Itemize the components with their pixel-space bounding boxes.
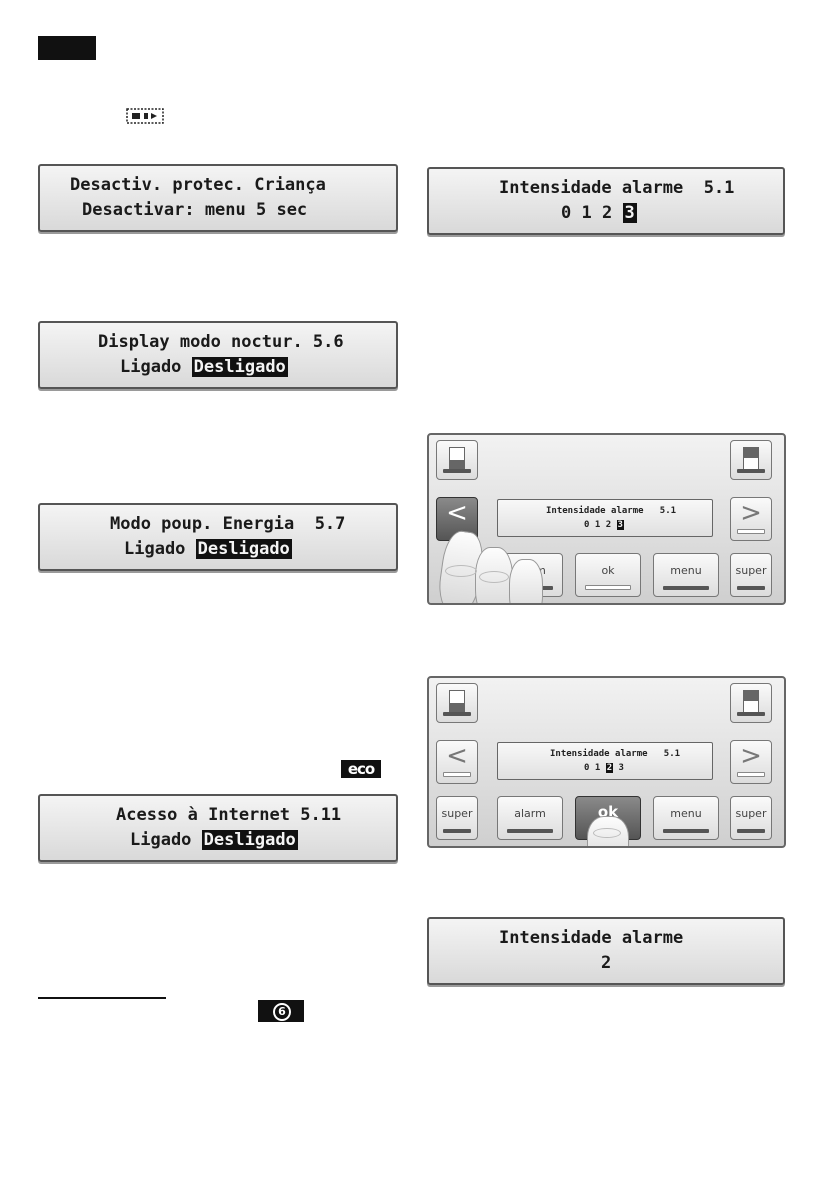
option-off-selected: Desligado (191, 357, 288, 377)
arrow-right-icon: > (740, 498, 762, 528)
super-label: super (441, 807, 473, 820)
panel-display-line-1: Intensidade alarme 5.1 (546, 506, 677, 516)
display-glyph-icon (126, 108, 164, 124)
lcd-levels: 0 1 2 3 (561, 201, 637, 225)
ok-button[interactable]: ok (575, 553, 641, 597)
fridge-icon (743, 447, 759, 471)
freezer-door-button[interactable] (436, 683, 478, 723)
left-arrow-button[interactable]: < (436, 740, 478, 784)
footnote-rule (38, 997, 166, 999)
super-label: super (735, 564, 767, 577)
level-2: 2 (602, 203, 613, 223)
lcd-alarm-result: Intensidade alarme 2 (427, 917, 785, 985)
option-on: Ligado (130, 830, 192, 850)
arrow-right-icon: > (740, 741, 762, 771)
menu-label: menu (670, 807, 702, 820)
lcd-line-1: Acesso à Internet 5.11 (116, 805, 342, 825)
level-1: 1 (581, 203, 592, 223)
panel-display-levels: 0 1 2 3 (584, 518, 624, 532)
freezer-door-button[interactable] (436, 440, 478, 480)
lcd-alarm-intensity: Intensidade alarme 5.1 0 1 2 3 (427, 167, 785, 235)
level-0: 0 (561, 203, 572, 223)
section-marker (38, 36, 96, 60)
lcd-child-lock: Desactiv. protec. Criança Desactivar: me… (38, 164, 398, 232)
panel-display-line-1: Intensidade alarme 5.1 (550, 749, 681, 759)
lcd-night-mode: Display modo noctur. 5.6 Ligado Desligad… (38, 321, 398, 389)
level-2: 2 (605, 520, 612, 530)
super-left-button[interactable]: super (436, 796, 478, 840)
right-arrow-button[interactable]: > (730, 497, 772, 541)
arrow-left-icon: < (446, 498, 468, 528)
freezer-icon (449, 447, 465, 471)
control-panel-left-press: < > Intensidade alarme 5.1 0 1 2 3 alarm… (427, 433, 786, 605)
menu-label: menu (670, 564, 702, 577)
super-button[interactable]: super (730, 553, 772, 597)
panel-display-levels: 0 1 2 3 (584, 761, 624, 775)
level-0: 0 (584, 520, 590, 530)
eco-badge-icon: eco (341, 760, 381, 778)
level-2-selected: 2 (605, 763, 614, 773)
menu-button[interactable]: menu (653, 553, 719, 597)
lcd-options: Ligado Desligado (124, 537, 292, 561)
super-right-button[interactable]: super (730, 796, 772, 840)
option-on: Ligado (124, 539, 186, 559)
ok-label: ok (601, 564, 615, 577)
fridge-door-button[interactable] (730, 683, 772, 723)
right-arrow-button[interactable]: > (730, 740, 772, 784)
lcd-options: Ligado Desligado (130, 828, 298, 852)
super-label: super (735, 807, 767, 820)
fridge-icon (743, 690, 759, 714)
level-1: 1 (594, 520, 601, 530)
arrow-left-icon: < (446, 741, 468, 771)
option-off-selected: Desligado (195, 539, 292, 559)
option-off-selected: Desligado (201, 830, 298, 850)
alarm-label: alarm (514, 807, 546, 820)
level-1: 1 (594, 763, 601, 773)
level-0: 0 (584, 763, 590, 773)
level-3-selected: 3 (616, 520, 624, 530)
alarm-button[interactable]: alarm (497, 796, 563, 840)
lcd-internet-access: Acesso à Internet 5.11 Ligado Desligado (38, 794, 398, 862)
lcd-line-1: Modo poup. Energia 5.7 (110, 514, 346, 534)
lcd-energy-saving: Modo poup. Energia 5.7 Ligado Desligado (38, 503, 398, 571)
panel-display: Intensidade alarme 5.1 0 1 2 3 (497, 742, 713, 780)
lcd-line-1: Display modo noctur. 5.6 (98, 332, 344, 352)
control-panel-ok-press: < > Intensidade alarme 5.1 0 1 2 3 super… (427, 676, 786, 848)
lcd-line-1: Intensidade alarme (499, 928, 684, 948)
footnote-symbol-icon: 6 (258, 1000, 304, 1022)
fridge-door-button[interactable] (730, 440, 772, 480)
menu-button[interactable]: menu (653, 796, 719, 840)
freezer-icon (449, 690, 465, 714)
lcd-line-2: Desactivar: menu 5 sec (82, 200, 308, 220)
level-3-selected: 3 (622, 203, 637, 223)
option-on: Ligado (120, 357, 182, 377)
lcd-options: Ligado Desligado (120, 355, 288, 379)
lcd-line-1: Desactiv. protec. Criança (70, 175, 326, 195)
panel-display: Intensidade alarme 5.1 0 1 2 3 (497, 499, 713, 537)
lcd-line-2: 2 (601, 953, 612, 973)
lcd-line-1: Intensidade alarme 5.1 (499, 178, 735, 198)
level-3: 3 (618, 763, 624, 773)
